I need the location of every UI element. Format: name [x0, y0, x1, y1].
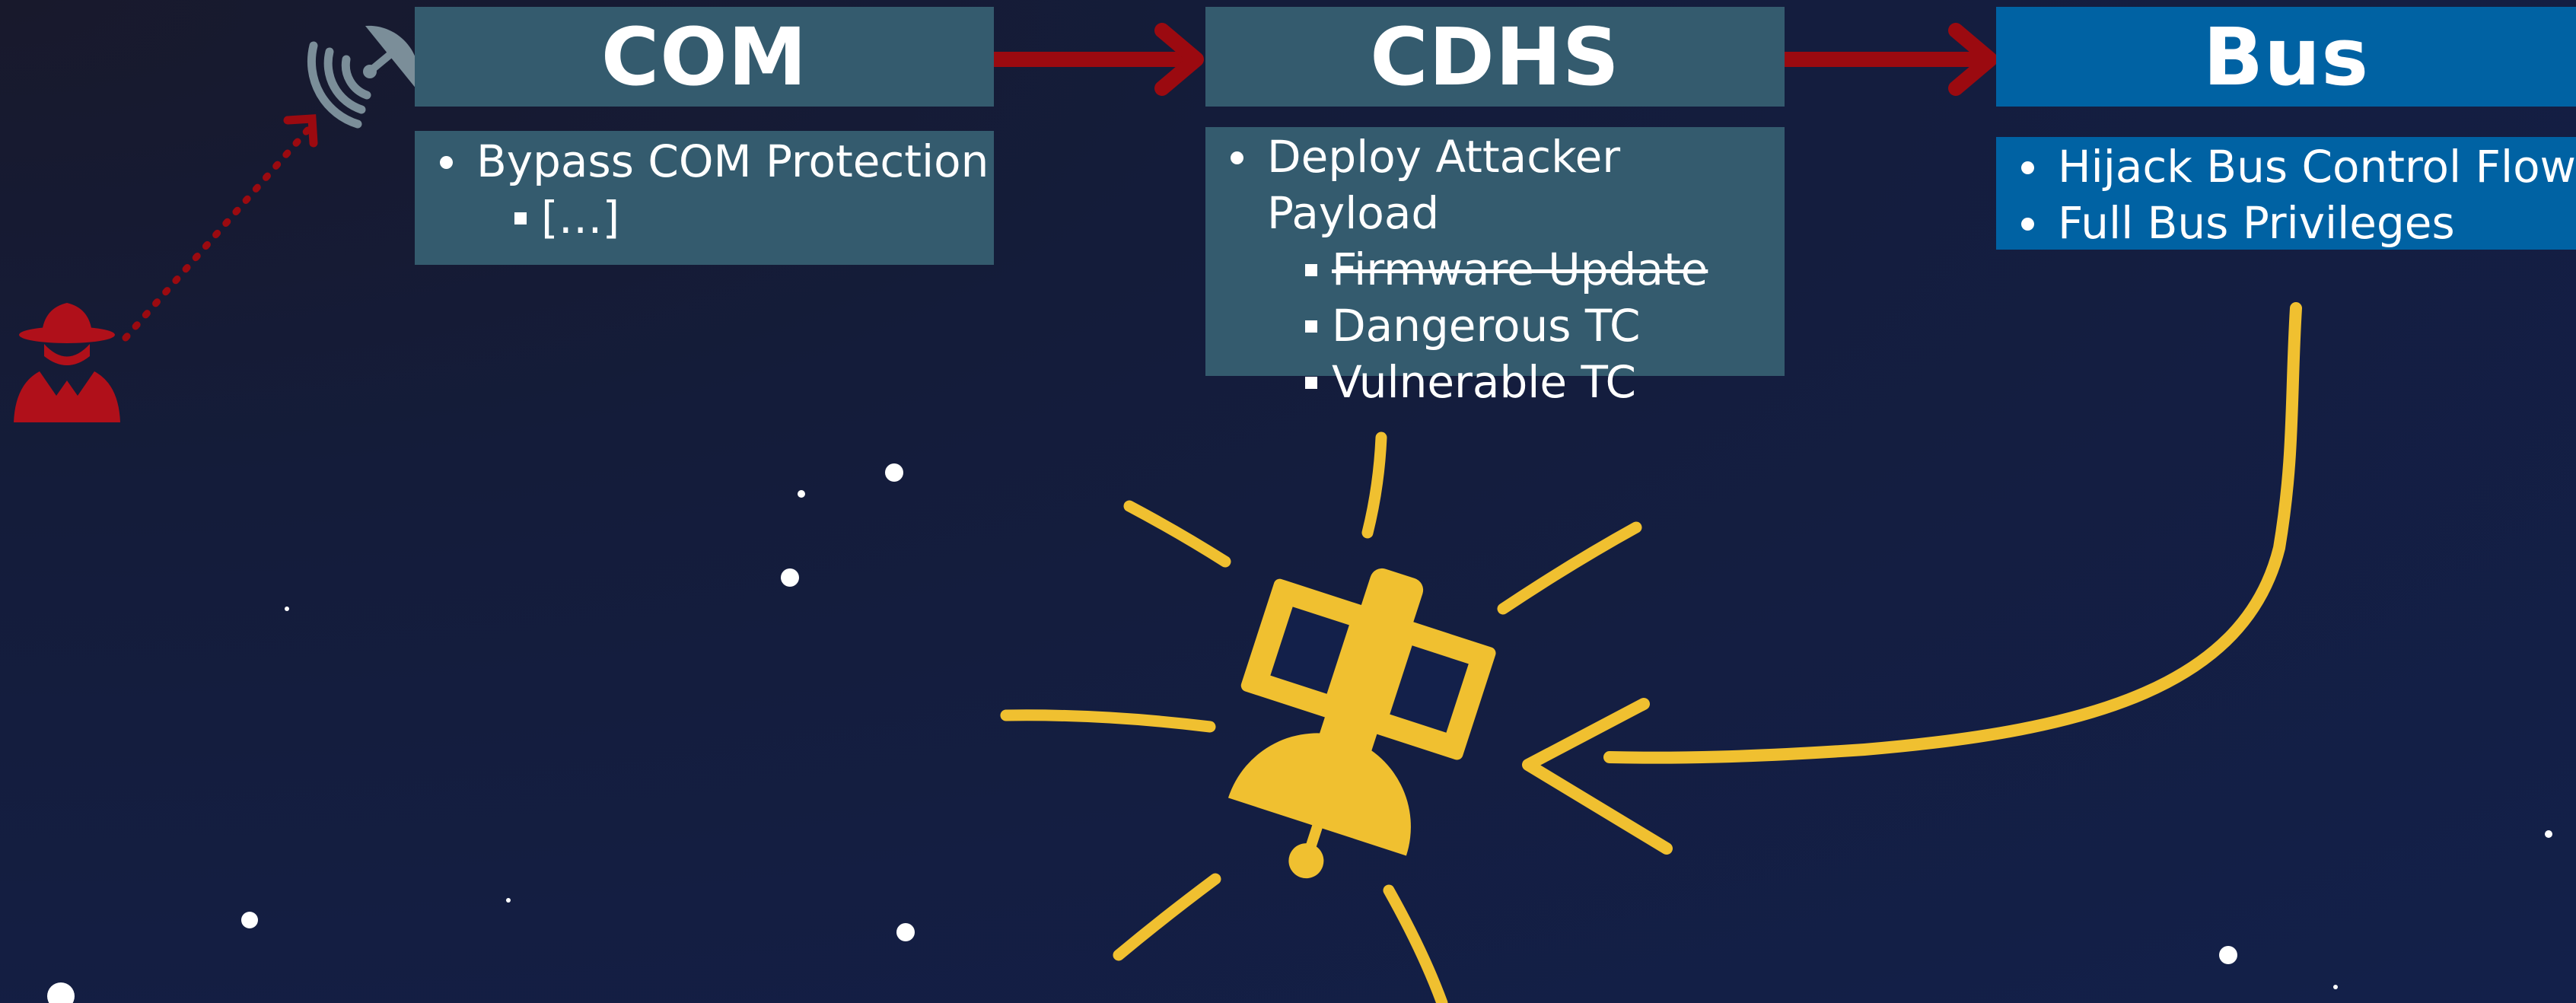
star-field	[47, 463, 2552, 1003]
bus-stage-header: Bus	[1996, 7, 2576, 107]
arrow-cdhs-to-bus	[1777, 23, 1998, 96]
payload-method-text-struck: Firmware Update	[1332, 244, 1708, 295]
bus-stage-title: Bus	[2202, 10, 2370, 103]
satellite-dish-icon	[307, 25, 419, 129]
satellite-illustration	[1000, 431, 1642, 1003]
com-objective-text: Bypass COM Protection	[476, 135, 989, 187]
com-sub-list: […]	[476, 189, 994, 246]
com-stage-header: COM	[415, 7, 994, 107]
uplink-arrow	[122, 114, 318, 342]
bus-objective-item: Hijack Bus Control Flow	[1996, 139, 2576, 195]
payload-method-text: Dangerous TC	[1332, 300, 1641, 352]
bus-objective-text: Full Bus Privileges	[2058, 197, 2455, 249]
cdhs-stage-title: CDHS	[1370, 10, 1620, 103]
arrow-com-to-cdhs	[986, 23, 1204, 96]
glow-rays	[1000, 431, 1642, 1003]
bus-stage-body: Hijack Bus Control Flow Full Bus Privile…	[1996, 137, 2576, 250]
com-sub-item: […]	[476, 189, 994, 246]
com-sub-item-text: […]	[541, 192, 620, 244]
spy-attacker-icon	[14, 303, 120, 422]
cdhs-payload-methods-list: Firmware Update Dangerous TC Vulnerable …	[1267, 241, 1785, 410]
cdhs-objectives-list: Deploy Attacker Payload Firmware Update …	[1205, 129, 1785, 410]
com-stage-body: Bypass COM Protection […]	[415, 131, 994, 265]
bus-to-satellite-arrow	[1522, 302, 2302, 855]
com-objectives-list: Bypass COM Protection […]	[415, 133, 994, 246]
com-stage-title: COM	[600, 10, 808, 103]
cdhs-stage-body: Deploy Attacker Payload Firmware Update …	[1205, 127, 1785, 408]
bus-objective-text: Hijack Bus Control Flow	[2058, 141, 2576, 193]
cdhs-objective-item: Deploy Attacker Payload Firmware Update …	[1205, 129, 1785, 410]
cdhs-payload-method: Dangerous TC	[1267, 298, 1785, 354]
cdhs-stage-header: CDHS	[1205, 7, 1785, 107]
payload-method-text: Vulnerable TC	[1332, 356, 1637, 408]
cdhs-payload-method: Vulnerable TC	[1267, 354, 1785, 410]
bus-objectives-list: Hijack Bus Control Flow Full Bus Privile…	[1996, 139, 2576, 251]
bus-objective-item: Full Bus Privileges	[1996, 195, 2576, 251]
cdhs-objective-text: Deploy Attacker Payload	[1267, 131, 1621, 239]
com-objective-item: Bypass COM Protection […]	[415, 133, 994, 246]
cdhs-payload-method: Firmware Update	[1267, 241, 1785, 298]
